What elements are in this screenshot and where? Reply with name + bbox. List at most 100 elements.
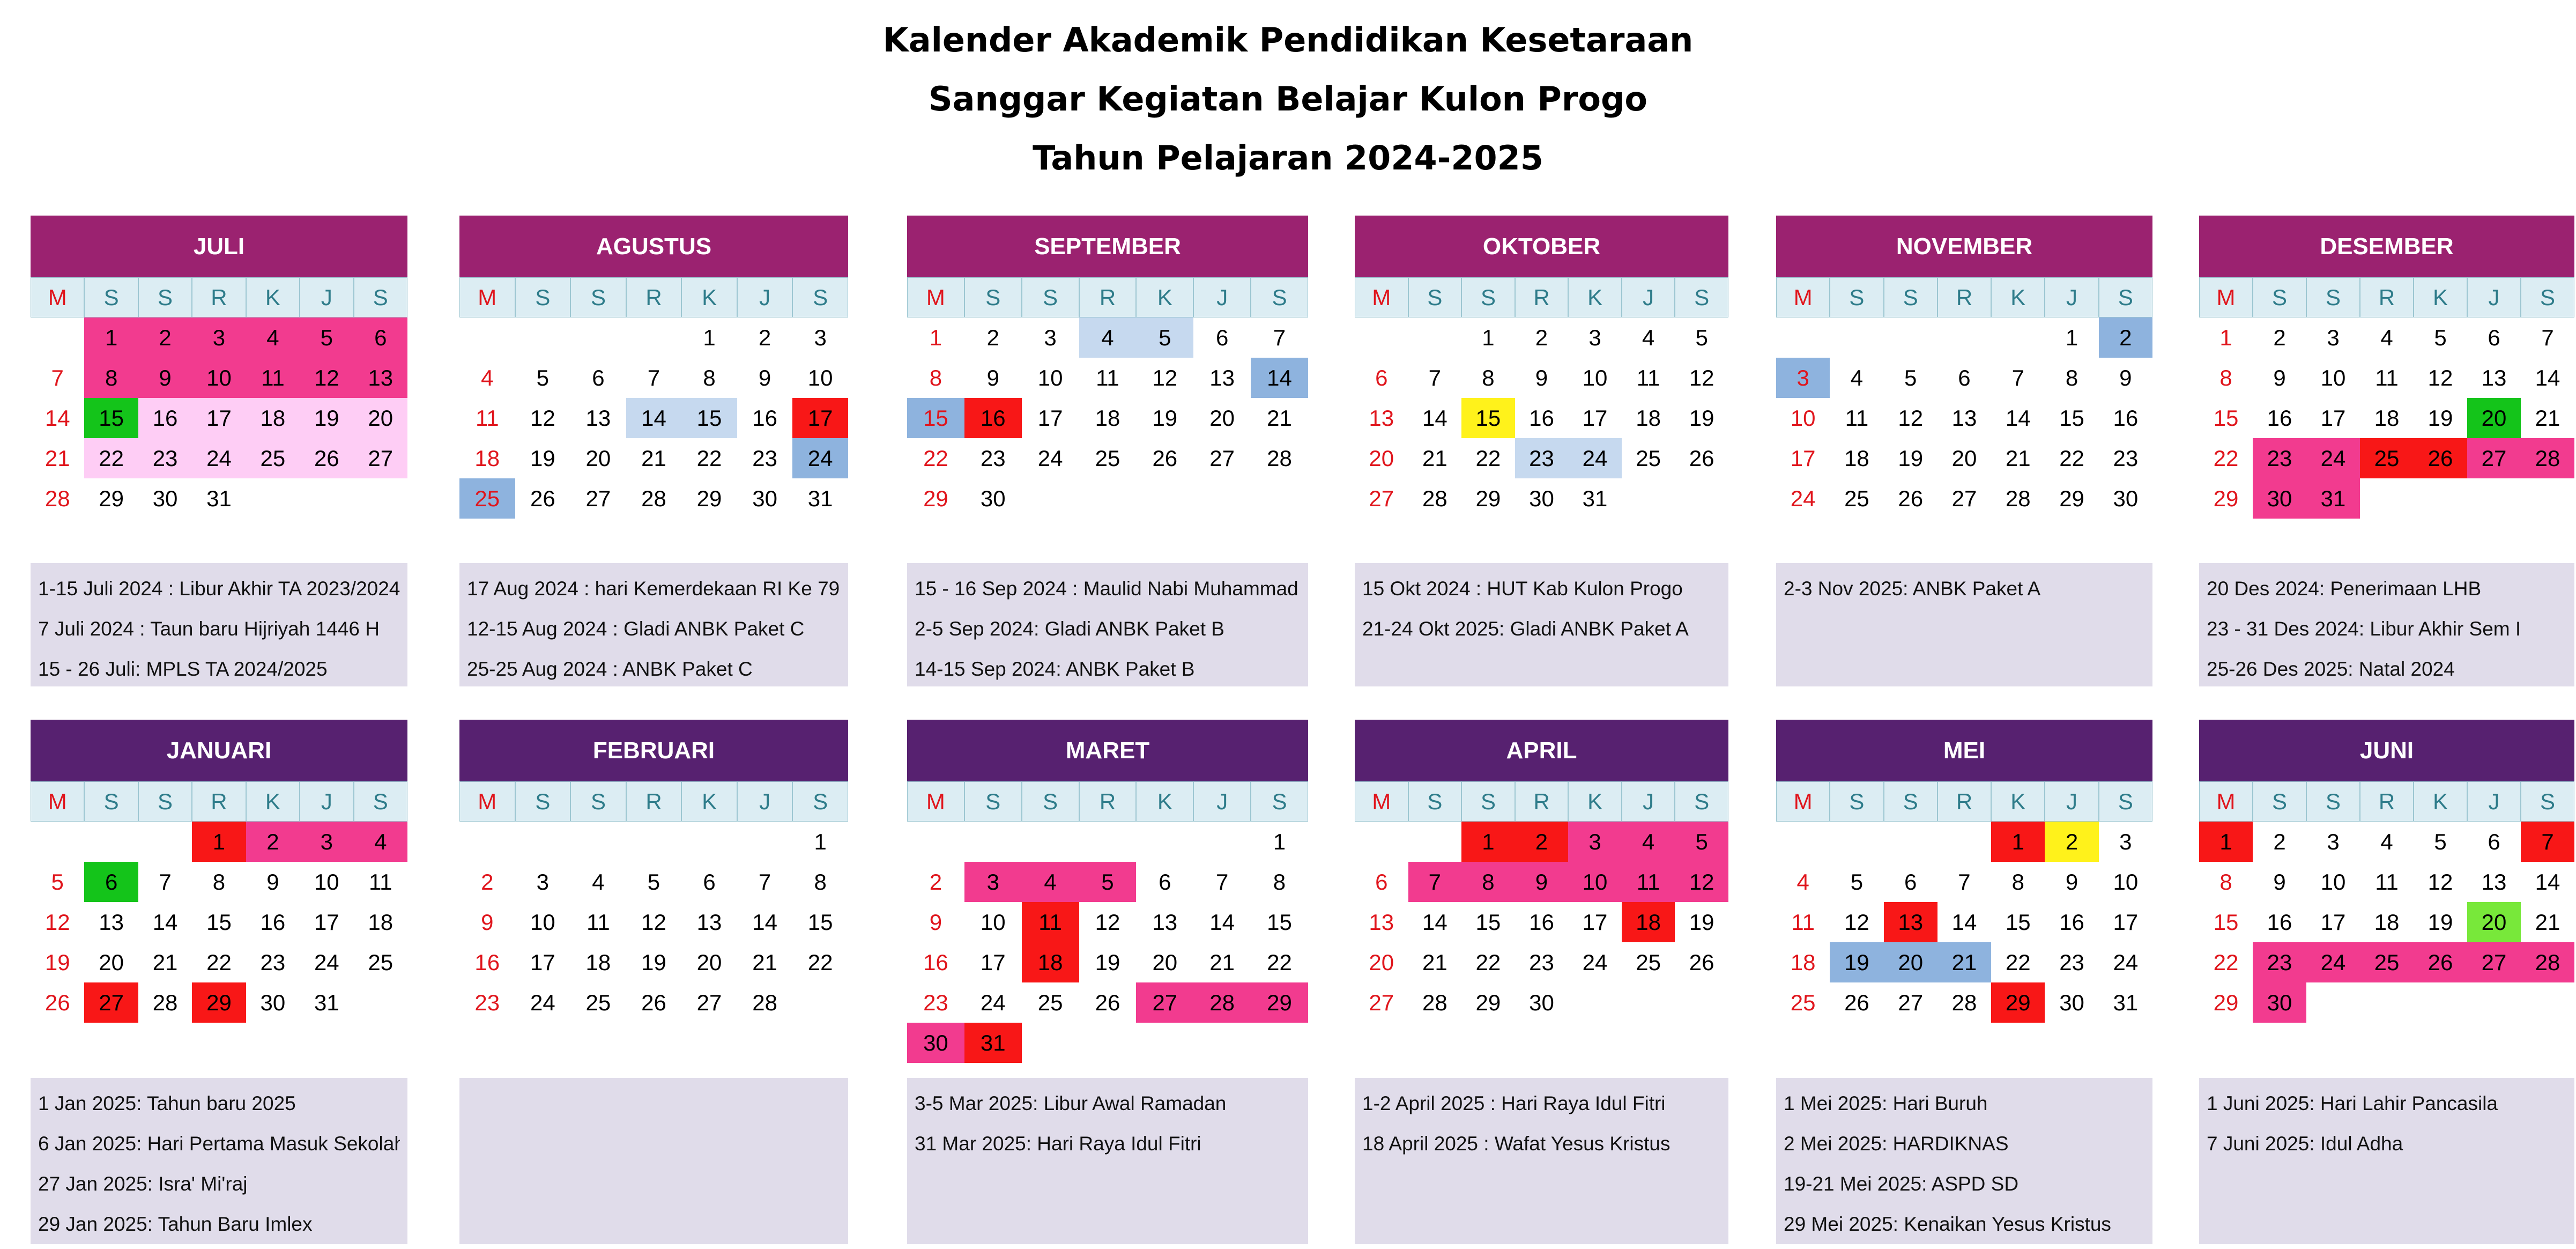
day-cell: 16 [752, 405, 777, 431]
day-cell: 24 [980, 989, 1006, 1015]
day-cell: 29 [1475, 989, 1501, 1015]
day-cell: 30 [752, 485, 777, 511]
day-cell: 11 [1636, 365, 1660, 390]
day-cell: 9 [758, 365, 771, 390]
day-cell: 5 [51, 869, 64, 895]
day-cell: 28 [1422, 989, 1447, 1015]
day-cell: 21 [1209, 949, 1235, 975]
day-cell: 28 [44, 485, 70, 511]
day-cell: 14 [1422, 909, 1447, 935]
weekday-label: R [192, 781, 246, 822]
weekday-label: S [2253, 277, 2306, 317]
month-header: JANUARI [31, 720, 407, 781]
day-cell: 8 [929, 365, 942, 390]
day-cell: 15 [2213, 405, 2239, 431]
note-item: 3-5 Mar 2025: Libur Awal Ramadan [915, 1092, 1227, 1114]
day-cell: 30 [907, 1023, 964, 1063]
day-cell: 6 [353, 317, 407, 358]
day-cell: 19 [1095, 949, 1120, 975]
empty-cell [1355, 317, 1408, 358]
day-cell: 12 [1675, 862, 1728, 902]
empty-cell [1022, 822, 1079, 862]
day-cell: 11 [475, 405, 499, 431]
day-cell: 30 [2253, 982, 2306, 1023]
day-cell: 20 [1209, 405, 1235, 431]
day-cell: 27 [1136, 982, 1194, 1023]
day-cell: 12 [1898, 405, 1924, 431]
day-cell: 21 [2005, 445, 2031, 471]
day-cell: 2 [758, 324, 771, 350]
weekday-label: R [1079, 277, 1137, 317]
day-cell: 10 [1037, 365, 1063, 390]
month-header: AGUSTUS [459, 216, 848, 277]
weekday-label: S [2098, 277, 2152, 317]
weekday-label: K [2414, 781, 2467, 822]
day-cell: 20 [696, 949, 722, 975]
day-cell: 22 [1475, 949, 1501, 975]
day-cell: 30 [2113, 485, 2139, 511]
note-item: 1-15 Juli 2024 : Libur Akhir TA 2023/202… [38, 578, 400, 600]
note-item: 21-24 Okt 2025: Gladi ANBK Paket A [1362, 618, 1689, 640]
day-cell: 1 [84, 317, 138, 358]
day-cell: 16 [474, 949, 500, 975]
empty-cell [1776, 317, 1830, 358]
day-cell: 5 [1695, 324, 1708, 350]
day-cell: 12 [2427, 869, 2453, 895]
day-cell: 9 [1515, 862, 1569, 902]
day-cell: 10 [1568, 862, 1622, 902]
title-block: Kalender Akademik Pendidikan Kesetaraan … [0, 11, 2576, 188]
day-cell: 12 [641, 909, 666, 935]
note-item: 31 Mar 2025: Hari Raya Idul Fitri [915, 1133, 1201, 1155]
day-cell: 27 [2467, 942, 2521, 982]
weekday-label: S [353, 277, 407, 317]
day-cell: 30 [980, 485, 1006, 511]
day-cell: 9 [481, 909, 494, 935]
notes-november: 2-3 Nov 2025: ANBK Paket A [1776, 563, 2152, 686]
day-cell: 23 [2253, 438, 2306, 478]
day-cell: 7 [2521, 822, 2574, 862]
day-cell: 27 [1369, 485, 1394, 511]
weekday-label: M [31, 277, 85, 317]
day-cell: 29 [2059, 485, 2084, 511]
weekday-label: R [626, 277, 682, 317]
day-cell: 19 [1898, 445, 1924, 471]
day-cell: 17 [2320, 405, 2346, 431]
day-cell: 26 [1898, 485, 1924, 511]
day-cell: 12 [300, 358, 354, 398]
weekday-label: J [1621, 781, 1675, 822]
day-cell: 12 [44, 909, 70, 935]
day-cell: 18 [246, 398, 300, 438]
weekday-label: J [1193, 781, 1251, 822]
weekday-label: K [1991, 277, 2045, 317]
day-cell: 2 [1535, 324, 1548, 350]
day-cell: 16 [1529, 405, 1554, 431]
day-cell: 15 [907, 398, 964, 438]
weekday-label: K [246, 277, 300, 317]
day-cell: 6 [703, 869, 716, 895]
day-cell: 13 [1369, 909, 1394, 935]
day-cell: 8 [814, 869, 827, 895]
day-cell: 27 [353, 438, 407, 478]
note-item: 1 Juni 2025: Hari Lahir Pancasila [2207, 1092, 2498, 1114]
weekday-label: R [1079, 781, 1137, 822]
weekday-label: K [1991, 781, 2045, 822]
day-cell: 28 [641, 485, 666, 511]
day-cell: 29 [1251, 982, 1308, 1023]
weekday-label: R [2360, 781, 2414, 822]
day-cell: 4 [592, 869, 605, 895]
day-cell: 16 [260, 909, 286, 935]
day-cell: 31 [314, 989, 339, 1015]
day-cell: 22 [84, 438, 138, 478]
weekday-label: S [1021, 781, 1079, 822]
day-cell: 13 [2481, 869, 2507, 895]
day-cell: 10 [2320, 365, 2346, 390]
weekday-label: S [570, 781, 626, 822]
